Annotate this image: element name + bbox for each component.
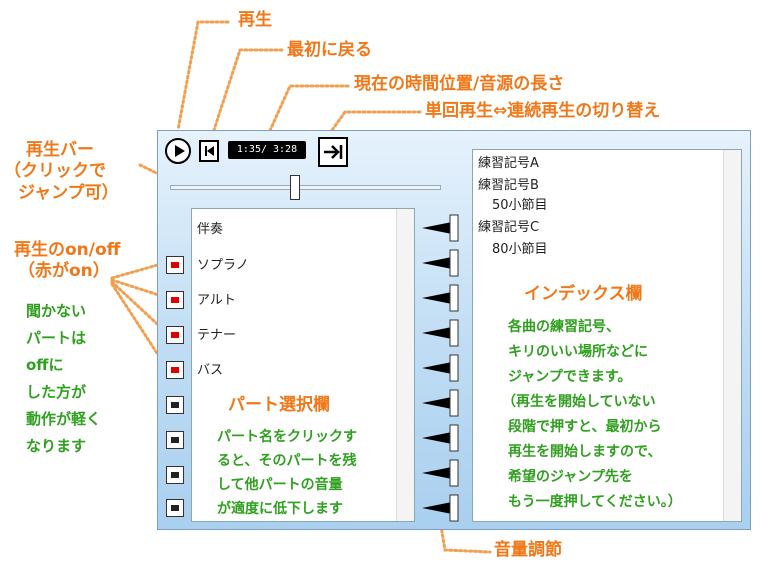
rewind-annotation: 最初に戻る [287,40,372,60]
part-toggle-8[interactable] [166,466,184,484]
seek-thumb[interactable] [290,175,300,200]
volume-slider[interactable] [420,214,460,242]
part-toggle-6[interactable] [166,396,184,414]
time-annotation: 現在の時間位置/音源の長さ [354,74,565,94]
index-item[interactable]: 練習記号A [478,156,539,171]
volume-slider[interactable] [420,459,460,487]
part-toggle-9[interactable] [166,499,184,517]
part-selection-panel [191,208,415,522]
skip-to-end-icon [324,145,343,159]
part-toggle-soprano[interactable] [166,256,184,274]
volume-annotation: 音量調節 [494,540,562,560]
loop-annotation: 単回再生⇔連続再生の切り替え [425,101,661,121]
play-annotation: 再生 [238,10,272,30]
index-panel [472,149,742,522]
index-note: 各曲の練習記号、 キリのいい場所などに ジャンプできます。 （再生を開始していな… [502,319,682,510]
part-panel-scrollbar[interactable] [396,209,414,521]
volume-slider[interactable] [420,389,460,417]
onoff-annotation: 再生のon/off （赤がon） [14,240,121,282]
seek-bar-annotation: 再生バー （クリックで ジャンプ可） [4,140,119,203]
volume-slider[interactable] [420,249,460,277]
index-item[interactable]: 80小節目 [492,242,548,257]
part-toggle-bass[interactable] [166,361,184,379]
volume-slider[interactable] [420,354,460,382]
part-item-alto[interactable]: アルト [197,293,236,308]
play-button[interactable] [165,138,191,164]
part-toggle-alto[interactable] [166,291,184,309]
loop-toggle-button[interactable] [318,137,348,167]
index-item[interactable]: 練習記号B [478,178,539,193]
volume-slider[interactable] [420,494,460,522]
index-title: インデックス欄 [524,284,643,304]
part-toggle-7[interactable] [166,431,184,449]
volume-slider[interactable] [420,284,460,312]
part-selection-title: パート選択欄 [228,395,330,415]
part-item-soprano[interactable]: ソプラノ [197,258,249,273]
volume-slider[interactable] [420,319,460,347]
part-item-accompaniment[interactable]: 伴奏 [197,222,224,237]
time-display: 1:35/ 3:28 [228,141,306,159]
onoff-note: 聞かない パートは offに した方が 動作が軽く なります [26,302,102,455]
part-toggle-tenor[interactable] [166,326,184,344]
index-item[interactable]: 50小節目 [492,198,548,213]
index-panel-scrollbar[interactable] [723,150,741,521]
volume-slider[interactable] [420,424,460,452]
index-item[interactable]: 練習記号C [478,220,540,235]
seek-bar[interactable] [170,185,441,190]
part-item-tenor[interactable]: テナー [197,328,237,343]
part-item-bass[interactable]: バス [197,363,224,378]
rewind-button[interactable] [199,140,219,162]
rewind-icon [205,146,207,156]
part-selection-note: パート名をクリックす ると、そのパートを残 して他パートの音量 が適度に低下しま… [217,429,357,517]
